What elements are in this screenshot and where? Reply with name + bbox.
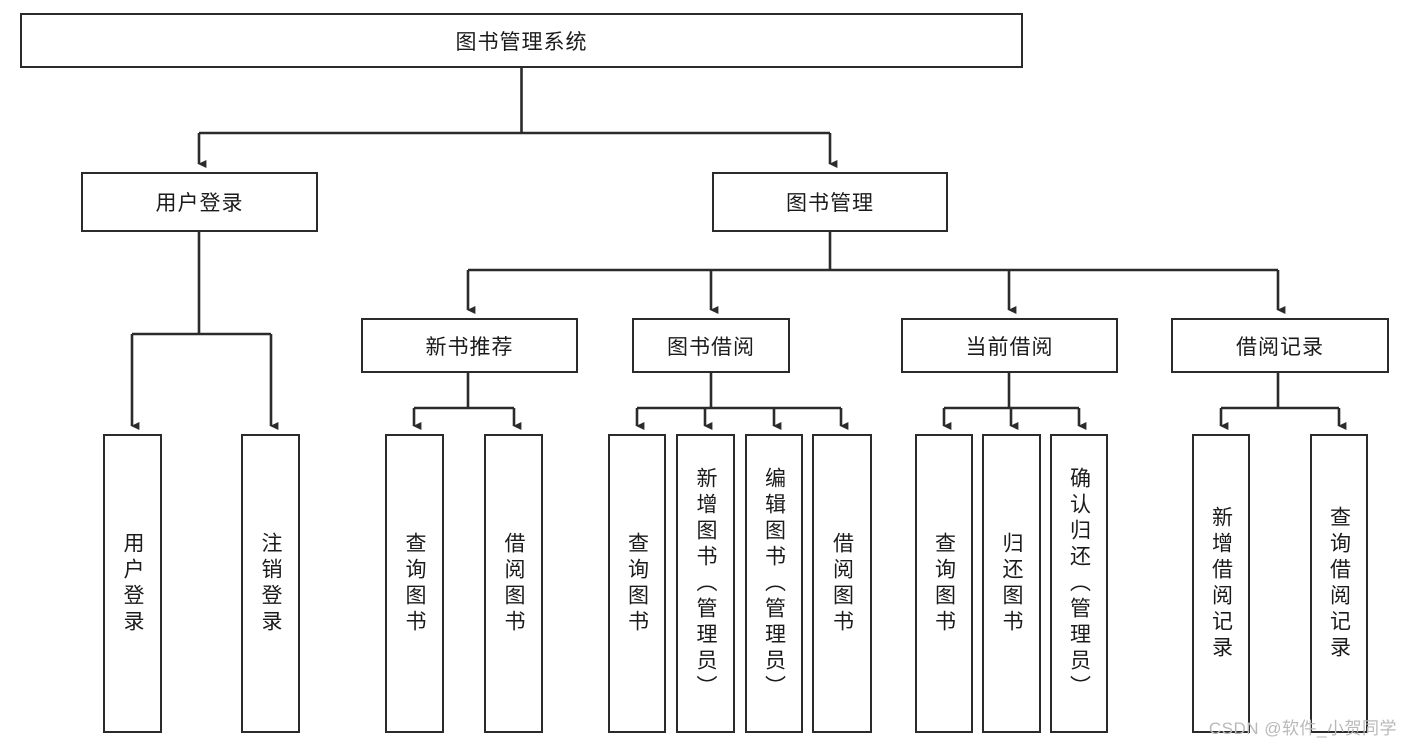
node-label: 归还图书 [1000, 531, 1023, 636]
node-label: 用户登录 [155, 192, 244, 215]
node-label: 图书管理系统 [455, 30, 588, 54]
watermark: CSDN @软件_小贺同学 [1208, 719, 1397, 738]
node-label: 图书管理 [786, 192, 874, 215]
node-current-borrow[interactable]: 当前借阅 [901, 318, 1118, 373]
node-label: 注销登录 [259, 531, 282, 636]
node-label: 查询图书 [625, 531, 649, 636]
leaf-current-borrow-query[interactable]: 查询图书 [915, 434, 973, 733]
leaf-book-borrow-query[interactable]: 查询图书 [608, 434, 666, 733]
leaf-borrow-record-add[interactable]: 新增借阅记录 [1192, 434, 1250, 733]
node-label: 新书推荐 [425, 335, 514, 359]
leaf-new-book-borrow[interactable]: 借阅图书 [484, 434, 543, 733]
node-label: 新增借阅记录 [1209, 505, 1233, 662]
node-label: 新增图书（管理员） [694, 466, 717, 701]
leaf-current-borrow-return[interactable]: 归还图书 [982, 434, 1041, 733]
node-label: 借阅图书 [502, 531, 525, 636]
leaf-current-borrow-confirm[interactable]: 确认归还（管理员） [1050, 434, 1108, 733]
leaf-user-login-signin[interactable]: 用户登录 [103, 434, 162, 733]
node-label: 图书借阅 [667, 335, 755, 359]
node-label: 编辑图书（管理员） [762, 466, 786, 701]
node-label: 当前借阅 [965, 335, 1054, 359]
node-user-login[interactable]: 用户登录 [81, 172, 318, 232]
leaf-book-borrow-edit[interactable]: 编辑图书（管理员） [745, 434, 803, 733]
node-root-system[interactable]: 图书管理系统 [20, 13, 1023, 68]
leaf-user-login-signout[interactable]: 注销登录 [241, 434, 300, 733]
leaf-book-borrow-lend[interactable]: 借阅图书 [812, 434, 872, 733]
node-borrow-record[interactable]: 借阅记录 [1171, 318, 1389, 373]
node-label: 借阅记录 [1236, 335, 1324, 359]
node-label: 用户登录 [121, 531, 144, 636]
node-label: 借阅图书 [830, 531, 854, 636]
node-label: 查询借阅记录 [1327, 505, 1351, 662]
node-label: 确认归还（管理员） [1067, 466, 1091, 701]
node-book-management[interactable]: 图书管理 [712, 172, 948, 232]
leaf-new-book-query[interactable]: 查询图书 [385, 434, 444, 733]
node-new-book-recommend[interactable]: 新书推荐 [361, 318, 578, 373]
node-book-borrow[interactable]: 图书借阅 [632, 318, 790, 373]
leaf-book-borrow-add[interactable]: 新增图书（管理员） [676, 434, 735, 733]
leaf-borrow-record-query[interactable]: 查询借阅记录 [1310, 434, 1368, 733]
node-label: 查询图书 [403, 531, 426, 636]
node-label: 查询图书 [932, 531, 956, 636]
